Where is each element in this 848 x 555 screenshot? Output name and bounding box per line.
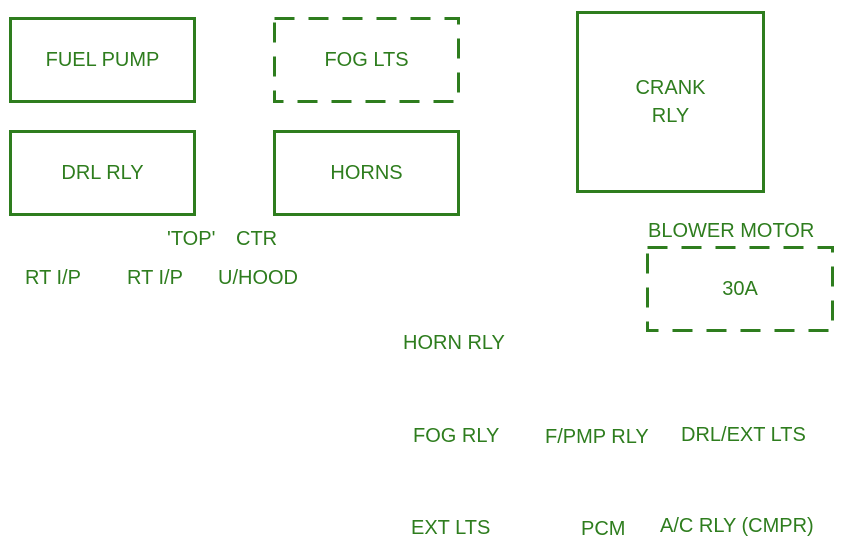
ext-lts-label: EXT LTS [411,517,491,539]
ctr-label: CTR [236,228,278,250]
crank-rly-label-line1: CRANK [635,77,706,99]
blower-motor-fuse-label-wrap: 30A [646,246,834,332]
pcm-label: PCM [581,518,626,540]
blower-motor-fuse-label: 30A [722,277,758,300]
drl-rly-label: DRL RLY [61,162,144,184]
fuel-pump-label: FUEL PUMP [45,49,160,71]
u-hood-label: U/HOOD [218,267,298,289]
f-pmp-rly-label: F/PMP RLY [545,426,649,448]
blower-motor-label: BLOWER MOTOR [648,220,815,242]
fog-rly-label: FOG RLY [413,425,500,447]
horn-rly-label: HORN RLY [403,332,505,354]
fuel-pump-box: FUEL PUMP [9,17,196,103]
horns-box: HORNS [273,130,460,216]
top-label: 'TOP' [167,228,216,250]
rt-ip-label-2: RT I/P [127,267,183,289]
horns-label: HORNS [330,162,403,184]
blower-motor-fuse-box [646,246,834,332]
fog-lts-label: FOG LTS [324,48,409,71]
rt-ip-label-1: RT I/P [25,267,81,289]
fog-lts-box [273,17,460,103]
crank-rly-box: CRANK RLY [576,11,765,193]
drl-rly-box: DRL RLY [9,130,196,216]
fog-lts-label-wrap: FOG LTS [273,17,460,103]
drl-ext-lts-label: DRL/EXT LTS [681,424,806,446]
ac-rly-label: A/C RLY (CMPR) [660,515,814,537]
crank-rly-label-line2: RLY [651,105,690,127]
